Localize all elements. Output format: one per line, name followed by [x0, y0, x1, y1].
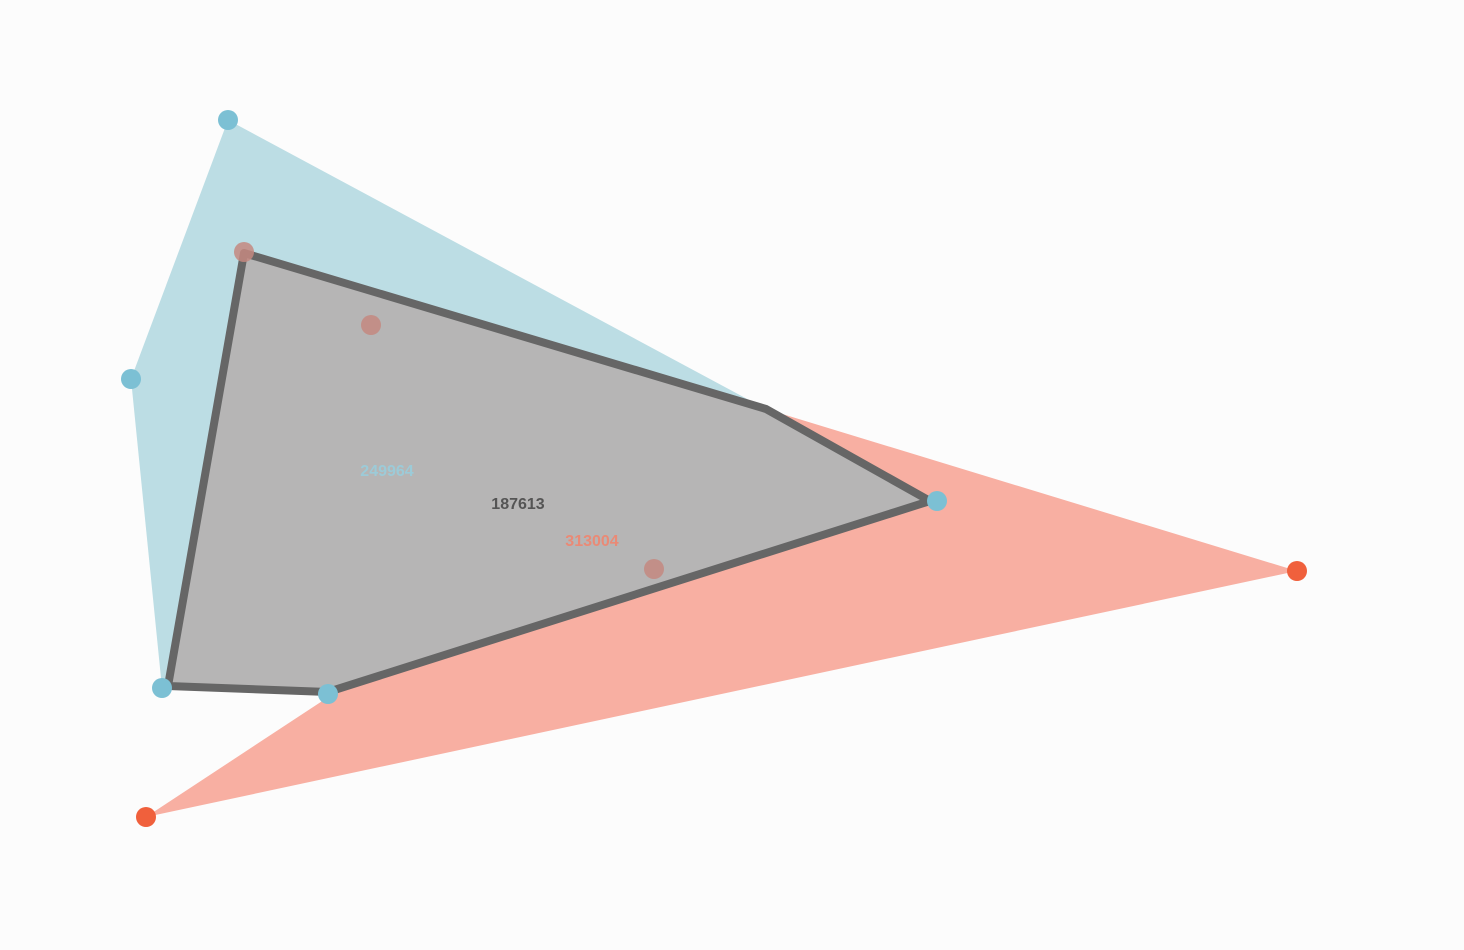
blue-vertex [121, 369, 141, 389]
blue-vertex [152, 678, 172, 698]
red-polygon [146, 409, 1297, 817]
intersection-area-label: 187613 [491, 496, 544, 513]
blue-vertex [318, 684, 338, 704]
blue-vertex [927, 491, 947, 511]
red-vertex [136, 807, 156, 827]
blue-area-label: 249964 [360, 463, 413, 480]
red-vertex [1287, 561, 1307, 581]
blue-vertex [218, 110, 238, 130]
red-vertex-muted [234, 242, 254, 262]
intersection-polygon [164, 249, 934, 696]
red-area-label: 313004 [565, 533, 618, 550]
red-vertex-muted [361, 315, 381, 335]
red-vertex-muted [644, 559, 664, 579]
